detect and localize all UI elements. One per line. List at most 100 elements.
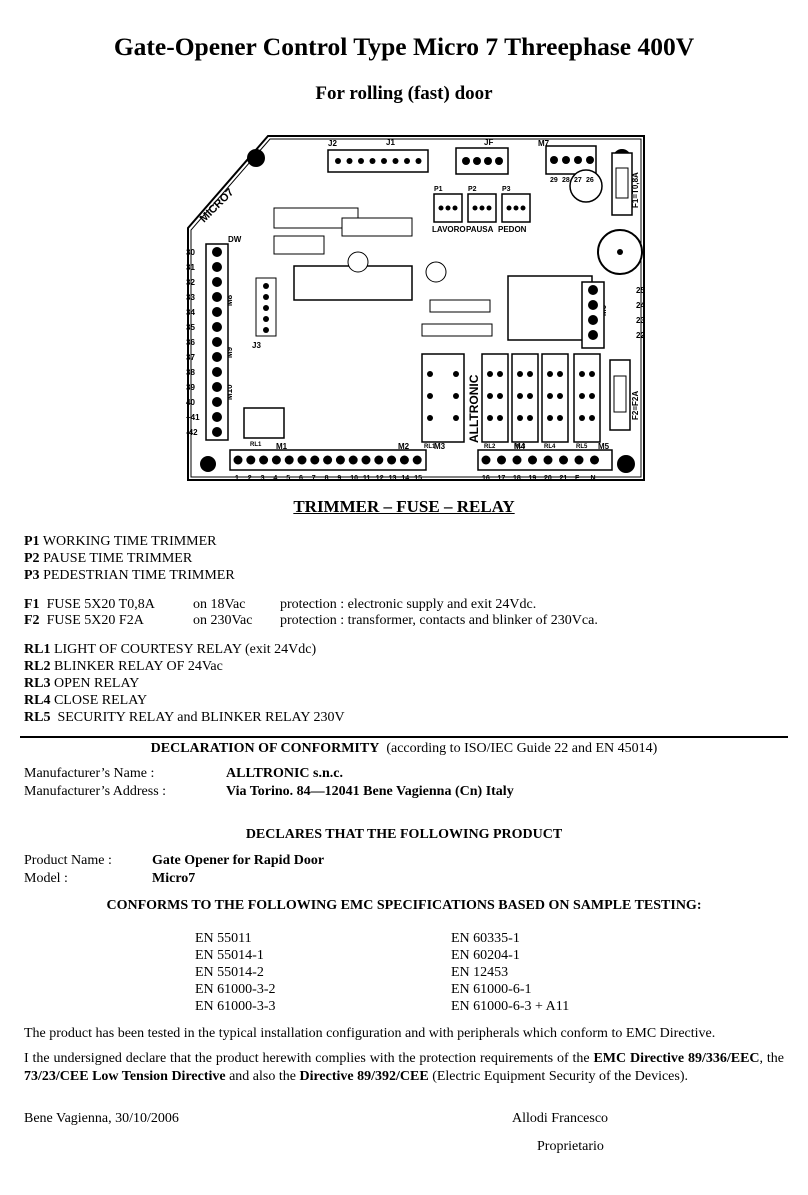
connector-pin (263, 283, 269, 289)
relay-pin (579, 393, 585, 399)
pcb-label-m1: M1 (276, 442, 288, 451)
pcb-relay-label-1: RL1 (250, 442, 262, 448)
mount-hole (200, 456, 216, 472)
manufacturer-address: Via Torino. 84—12041 Bene Vagienna (Cn) … (226, 784, 514, 799)
relay-pin (497, 415, 503, 421)
signatory-role: Proprietario (537, 1139, 604, 1154)
terminal-screw (323, 455, 333, 465)
terminal-screw (550, 156, 558, 164)
trimmer-pin (479, 205, 485, 211)
ic-u3 (341, 217, 413, 237)
terminal-screw (588, 300, 598, 310)
connector-pin (263, 316, 269, 322)
terminal-label: 26 (586, 177, 594, 184)
relay-pin (527, 415, 533, 421)
terminal-label: 18 (513, 475, 521, 482)
trimmer-pin (506, 205, 512, 211)
terminal-label: -42 (186, 428, 198, 437)
pcb-label-j1: J1 (386, 138, 395, 147)
terminal-screw (481, 455, 491, 465)
terminal-screw (399, 455, 409, 465)
terminal-screw (310, 455, 320, 465)
pcb-fuse-f1: F1=T0,8A (631, 172, 640, 208)
terminal-screw (574, 455, 584, 465)
terminal-label: 8 (325, 475, 329, 482)
terminal-label: 34 (186, 308, 195, 317)
page-subtitle: For rolling (fast) door (315, 83, 493, 104)
terminal-label: 1 (235, 475, 239, 482)
connector-pin (404, 158, 410, 164)
pcb-board-svg: MICRO7 ALLTRONIC J2 J1 JF M7 J3 M8 M9 M1… (186, 135, 645, 482)
terminal-label: 2 (248, 475, 252, 482)
terminal-label: 15 (414, 475, 422, 482)
terminal-screw (588, 315, 598, 325)
terminal-label: 28 (562, 177, 570, 184)
pcb-label-m8: M8 (225, 294, 234, 306)
manufacturer-address-label: Manufacturer’s Address : (24, 784, 167, 799)
relay-body (511, 353, 539, 443)
pcb-brand-label: ALLTRONIC (467, 374, 481, 443)
pcb-dip-switch (243, 407, 285, 439)
pcb-label-j3: J3 (252, 341, 261, 350)
pcb-trimmer-name-3: PEDON (498, 225, 527, 234)
terminal-screw (543, 455, 553, 465)
connector-pin (369, 158, 376, 164)
relay-pin (517, 393, 523, 399)
terminal-screw (297, 455, 307, 465)
standard-item: EN 61000-3-2 (195, 982, 276, 997)
standard-item: EN 55011 (195, 931, 252, 946)
terminal-label: 6 (299, 475, 303, 482)
relay-pin (427, 371, 433, 377)
relay-pin (557, 415, 563, 421)
relay-pin (487, 415, 493, 421)
terminal-screw (412, 455, 422, 465)
terminal-label: 38 (186, 368, 195, 377)
relay-label: RL3 (514, 444, 526, 450)
standard-item: EN 60204-1 (451, 948, 520, 963)
terminal-label: 20 (544, 475, 552, 482)
terminal-screw (361, 455, 371, 465)
terminal-label: 39 (186, 383, 195, 392)
terminal-screw (387, 455, 397, 465)
place-date: Bene Vagienna, 30/10/2006 (24, 1111, 179, 1126)
pcb-label-m9: M9 (225, 346, 234, 358)
relay-body (573, 353, 601, 443)
pcb-label-dw: DW (228, 235, 242, 244)
terminal-label: +41 (186, 413, 200, 422)
relay-pin (527, 371, 533, 377)
terminal-label: 16 (482, 475, 490, 482)
relay-pin (557, 371, 563, 377)
product-name: Gate Opener for Rapid Door (152, 853, 325, 868)
product-name-label: Product Name : (24, 853, 112, 868)
trimmer-row-p3: P3 PEDESTRIAN TIME TRIMMER (24, 568, 235, 583)
terminal-screw (212, 412, 222, 422)
terminal-screw (212, 262, 222, 272)
trimmer-pin (513, 205, 519, 211)
conforms-heading: CONFORMS TO THE FOLLOWING EMC SPECIFICAT… (106, 898, 702, 913)
relay-pin (453, 371, 459, 377)
pcb-trimmer-name-2: PAUSA (466, 225, 494, 234)
ic-main-mcu (293, 265, 413, 301)
terminal-screw (233, 455, 243, 465)
relay-pin (517, 415, 523, 421)
terminal-screw (212, 367, 222, 377)
connector-pin (335, 158, 341, 164)
relay-row-rl4: RL4 CLOSE RELAY (24, 693, 148, 708)
terminal-screw (212, 337, 222, 347)
declares-heading: DECLARES THAT THE FOLLOWING PRODUCT (245, 827, 563, 842)
trimmer-label: P1 (434, 186, 443, 193)
relay-label: RL4 (544, 444, 556, 450)
relay-pin (497, 393, 503, 399)
terminal-screw (271, 455, 281, 465)
relay-pin (589, 371, 595, 377)
pcb-trimmer-name-1: LAVORO (432, 225, 466, 234)
trimmer-row-p2: P2 PAUSE TIME TRIMMER (24, 551, 193, 566)
relay-pin (547, 393, 553, 399)
trimmer-label: P3 (502, 186, 511, 193)
relay-pin (589, 415, 595, 421)
manufacturer-name: ALLTRONIC s.n.c. (226, 766, 343, 781)
section-heading-trimmer: TRIMMER – FUSE – RELAY (293, 497, 515, 516)
relay-pin (589, 393, 595, 399)
pcb-label-m3: M3 (434, 442, 446, 451)
relay-pin (547, 415, 553, 421)
